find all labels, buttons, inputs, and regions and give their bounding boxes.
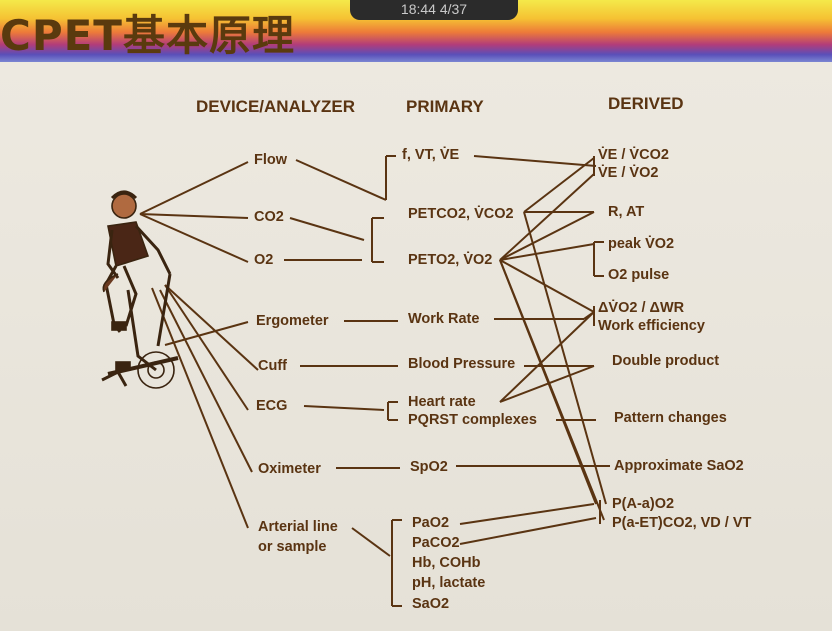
primary-hb-cohb: Hb, COHb	[412, 555, 481, 571]
primary-peto2-vo2: PETO2, V̇O2	[408, 252, 493, 268]
slide-canvas	[0, 62, 832, 631]
status-overlay: 18:44 4/37	[350, 0, 518, 20]
derived-work-efficiency: Work efficiency	[598, 318, 705, 334]
derived-r-at: R, AT	[608, 204, 645, 220]
device-flow: Flow	[254, 152, 288, 168]
derived-dvo2-dwr: ΔV̇O2 / ΔWR	[598, 300, 685, 316]
primary-blood-pressure: Blood Pressure	[408, 356, 516, 372]
header-device-analyzer: DEVICE/ANALYZER	[196, 97, 356, 116]
derived-p-a-a-o2: P(A-a)O2	[612, 496, 675, 512]
derived-approx-sao2: Approximate SaO2	[614, 458, 744, 474]
derived-ve-vo2: V̇E / V̇O2	[598, 165, 659, 181]
device-arterial-line: Arterial line	[258, 519, 338, 535]
slide-title: CPET基本原理	[0, 11, 295, 60]
derived-ve-vco2: V̇E / V̇CO2	[598, 147, 669, 163]
derived-double-product: Double product	[612, 353, 720, 369]
device-ecg: ECG	[256, 398, 288, 414]
primary-pqrst: PQRST complexes	[408, 412, 537, 428]
device-o2: O2	[254, 252, 274, 268]
primary-petco2-vco2: PETCO2, V̇CO2	[408, 206, 514, 222]
header-primary: PRIMARY	[406, 97, 484, 116]
primary-sao2: SaO2	[412, 596, 450, 612]
primary-f-vt-ve: f, VT, V̇E	[402, 147, 460, 163]
derived-o2-pulse: O2 pulse	[608, 267, 670, 283]
device-cuff: Cuff	[258, 358, 287, 374]
derived-pattern-changes: Pattern changes	[614, 410, 727, 426]
device-or-sample: or sample	[258, 539, 327, 555]
title-banner: CPET基本原理 18:44 4/37	[0, 0, 832, 62]
primary-work-rate: Work Rate	[408, 311, 480, 327]
device-ergometer: Ergometer	[256, 313, 329, 329]
primary-heart-rate: Heart rate	[408, 394, 476, 410]
device-oximeter: Oximeter	[258, 461, 321, 477]
primary-paco2: PaCO2	[412, 535, 460, 551]
primary-ph-lactate: pH, lactate	[412, 575, 486, 591]
primary-pao2: PaO2	[412, 515, 450, 531]
primary-spo2: SpO2	[410, 459, 448, 475]
derived-peak-vo2: peak V̇O2	[608, 236, 675, 252]
header-derived: DERIVED	[608, 94, 684, 113]
cyclist-illustration	[101, 190, 179, 389]
device-co2: CO2	[254, 209, 284, 225]
derived-p-a-et-co2: P(a-ET)CO2, VD / VT	[612, 515, 752, 531]
